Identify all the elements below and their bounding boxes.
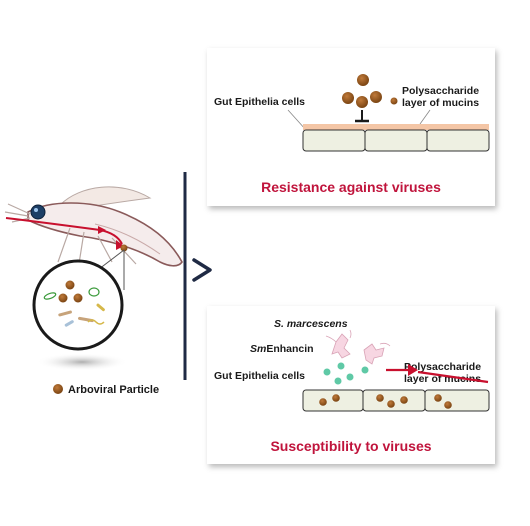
degradation-arrowhead [408,364,418,376]
legend-particle-icon [53,384,63,394]
mosquito-eye-highlight [34,208,38,212]
enhancin-dot [346,373,354,381]
mosquito-body [27,202,183,267]
lens-bacterium [88,287,100,297]
mucin-layer [303,124,489,130]
panel-title: Susceptibility to viruses [270,438,431,454]
virus-particle [342,92,354,104]
lens-particle [58,293,68,303]
enhancin-dot [361,366,369,374]
susceptibility-panel: S. marcescens SmEnhancin Gut Epithelia c… [207,306,495,464]
enhancin-label: SmEnhancin [250,343,314,355]
enhancin-dot [334,377,342,385]
infecting-particle [400,396,408,404]
enhancin-label-rest: Enhancin [266,343,313,355]
ingestion-arrowhead-2 [116,240,124,250]
infecting-particle [319,398,327,406]
lens-particle [65,280,75,290]
mucin-strike-line [417,370,489,384]
epithelial-cell [424,389,490,412]
lens-debris [96,303,105,312]
mosquito-legs [57,227,137,271]
bacterium-cluster [331,333,351,359]
magnifier-icon [32,259,124,351]
virus-particle [370,91,382,103]
gut-cells-label: Gut Epithelia cells [214,370,305,382]
resistance-panel: Gut Epithelia cells Polysaccharide layer… [207,48,495,206]
lens-particle [73,293,83,303]
legend: Arboviral Particle [53,384,159,396]
panel-title: Resistance against viruses [261,179,441,195]
midgut-particle [120,244,128,252]
infecting-particle [444,401,452,409]
mosquito-abdomen-stripes [94,223,161,255]
lens-filament [87,319,105,325]
magnifier-lens [32,259,124,351]
virus-particle [356,96,368,108]
chevron-right-icon [192,258,212,282]
epithelial-cell [302,129,366,152]
bacteria-icon [325,329,391,365]
enhancin-dot [337,362,345,370]
enhancin-label-italic: Sm [250,343,266,355]
gut-cells-label: Gut Epithelia cells [214,96,305,108]
mucin-label-line1: Polysaccharide [402,85,479,97]
magnifier-shadow [36,353,128,371]
mosquito-eye [30,204,46,220]
lens-debris [58,310,72,317]
mucin-label-line1: Polysaccharide [404,361,481,373]
mosquito-illustration [4,186,183,271]
bacteria-label: S. marcescens [274,318,348,330]
infecting-particle [387,400,395,408]
enhancin-dot [323,368,331,376]
infecting-particle [376,394,384,402]
mucin-label-line2: layer of mucins [404,373,481,385]
virus-particle [357,74,369,86]
lens-debris [64,320,74,327]
epithelial-cell [364,129,428,152]
bacterium-flagella [325,329,391,347]
bacterium-cluster [363,343,385,365]
lens-bacterium [43,292,57,300]
epithelial-cell [426,129,490,152]
legend-label: Arboviral Particle [68,384,159,396]
epithelial-cell [302,389,364,412]
ingestion-arrowhead-1 [98,226,106,234]
infecting-particle [434,394,442,402]
mucin-label-line2: layer of mucins [402,97,479,109]
mucin-marker-particle [390,97,398,105]
epithelial-cell [362,389,426,412]
infecting-particle [332,394,340,402]
enhancin-molecules [323,362,369,385]
mucin-pointer [419,109,431,125]
